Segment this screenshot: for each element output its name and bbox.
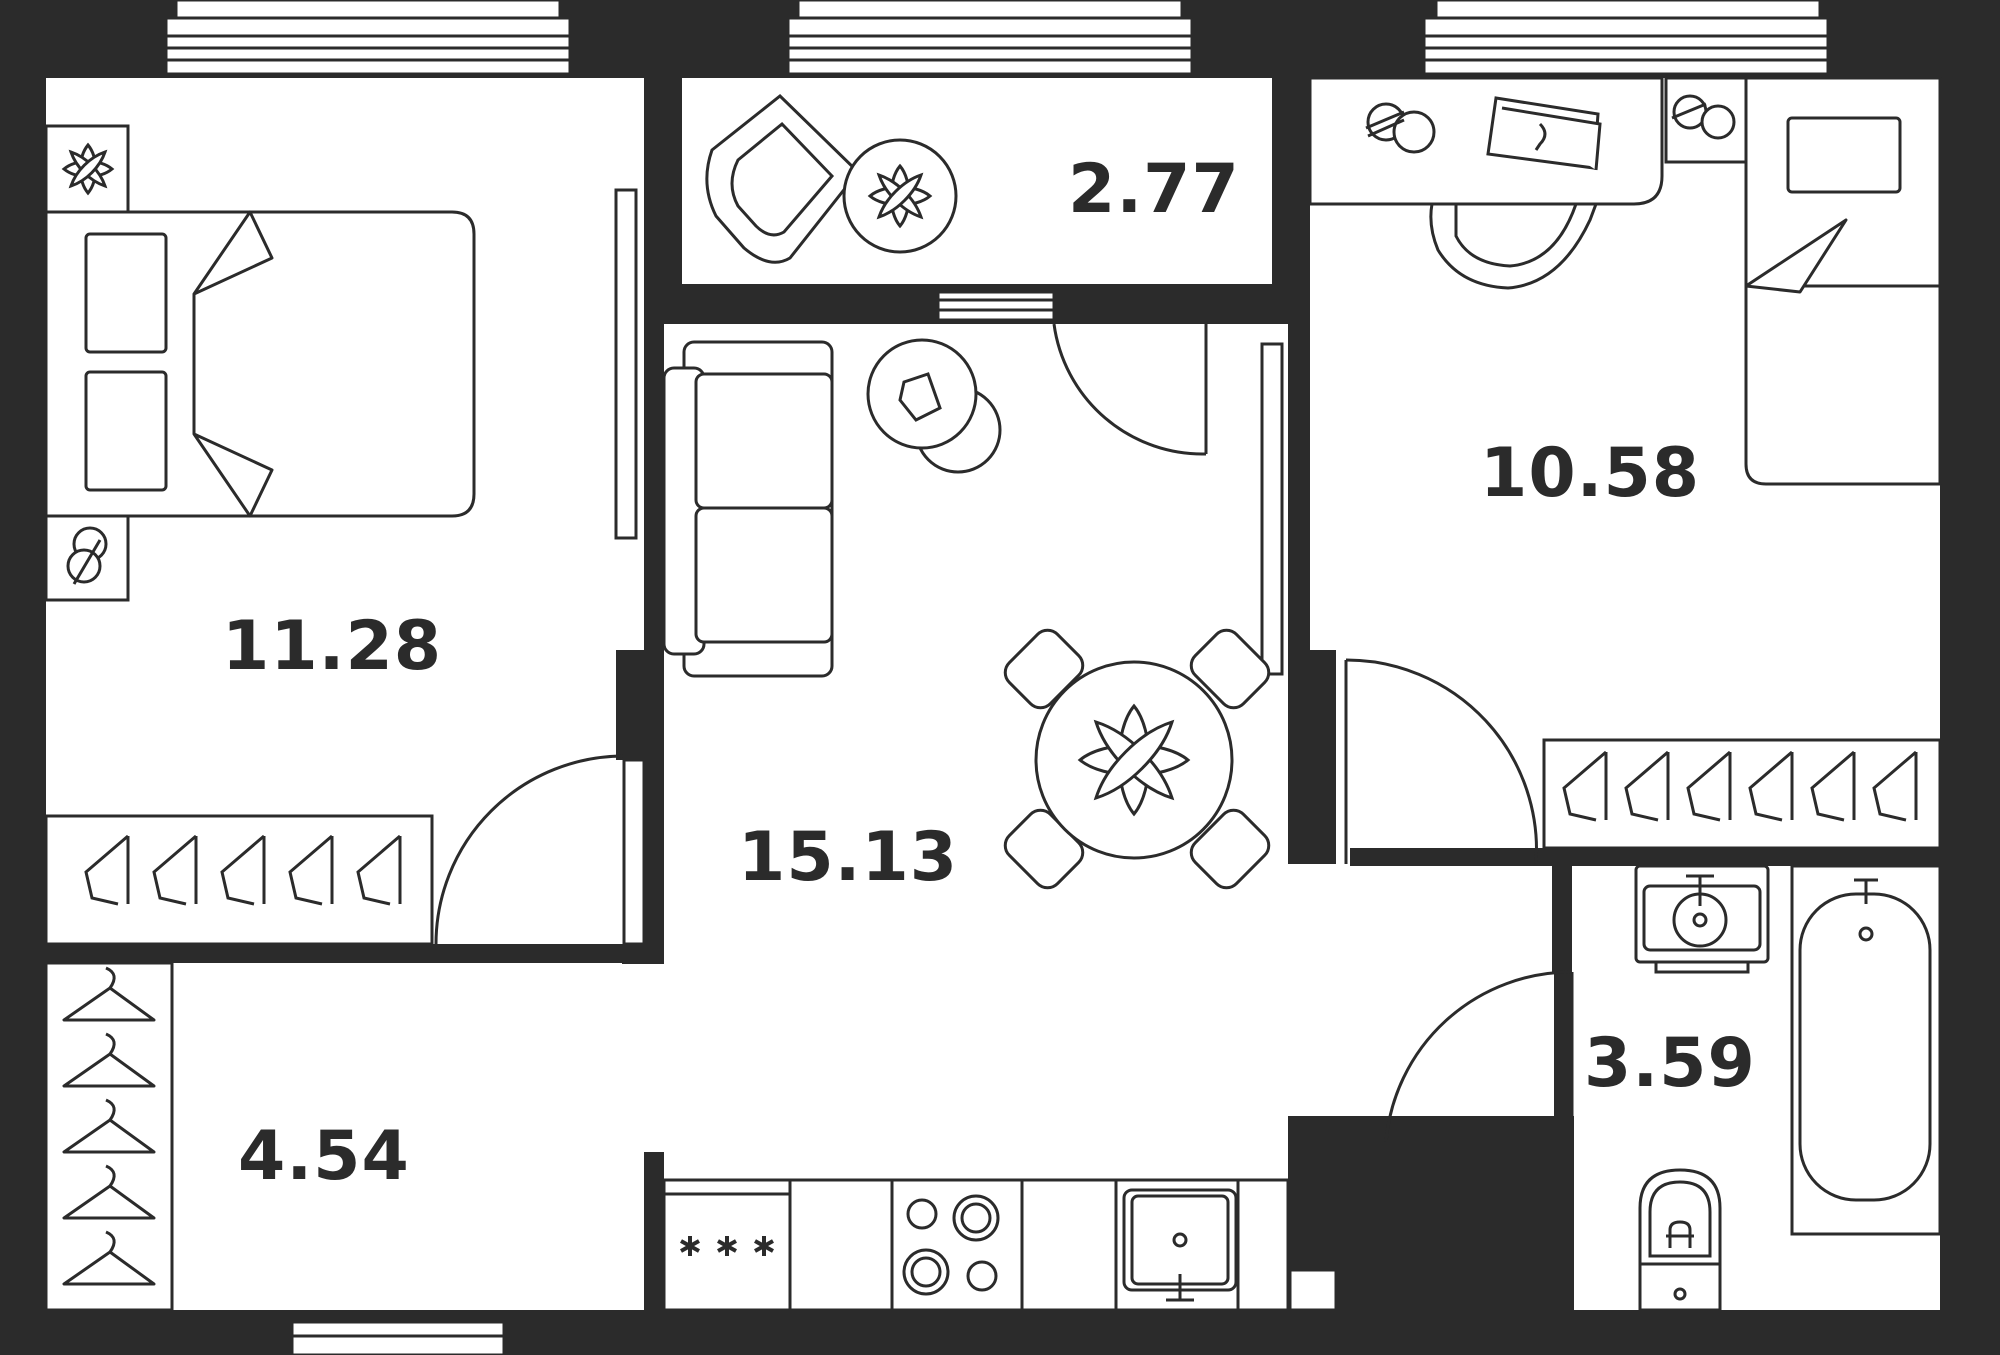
living-kitchen-area: 15.13 bbox=[738, 818, 959, 897]
flower-icon bbox=[842, 138, 958, 254]
wall-bed1-living-low bbox=[616, 650, 664, 760]
armchair-icon bbox=[705, 94, 861, 264]
wardrobe-hall bbox=[44, 961, 174, 1312]
door-balcony bbox=[1052, 284, 1208, 456]
toilet-icon bbox=[1638, 1168, 1722, 1312]
door-bed1 bbox=[434, 754, 626, 945]
bed-icon bbox=[44, 210, 476, 518]
fridge-icon bbox=[680, 1236, 774, 1256]
wall-bath-left bbox=[1552, 866, 1572, 972]
washbasin-icon bbox=[1634, 864, 1770, 974]
bed-icon bbox=[1744, 76, 1942, 486]
wall-balcony-left bbox=[664, 78, 682, 324]
lamp-icon bbox=[44, 514, 130, 602]
flower-icon bbox=[44, 124, 130, 214]
partition-bed1 bbox=[614, 188, 638, 540]
wall-bed1-living bbox=[644, 78, 664, 653]
wall-kitchen-end bbox=[1288, 1268, 1338, 1312]
window-hall-door bbox=[290, 1320, 506, 1355]
bathroom-area: 3.59 bbox=[1584, 1024, 1756, 1103]
hallway-area: 4.54 bbox=[238, 1117, 410, 1196]
door-bath bbox=[1384, 970, 1574, 1144]
balcony-area: 2.77 bbox=[1068, 150, 1240, 229]
wall-living-hall bbox=[622, 944, 664, 964]
bathtub-icon bbox=[1790, 864, 1942, 1236]
hanger-icon bbox=[1562, 750, 1918, 822]
partition-bed2 bbox=[1260, 342, 1284, 676]
wall-living-bed2-pier bbox=[1290, 650, 1336, 864]
dining-table-icon bbox=[1003, 628, 1271, 890]
desk-icon bbox=[1308, 76, 1664, 206]
wall-bed1-hall bbox=[46, 944, 196, 963]
stove-icon bbox=[902, 1194, 1000, 1296]
windows bbox=[164, 0, 1830, 1355]
wardrobe-bed1 bbox=[44, 814, 434, 946]
lamp-icon bbox=[866, 338, 1002, 474]
chair-icon bbox=[1429, 202, 1599, 290]
bedroom-1-area: 11.28 bbox=[222, 607, 443, 686]
partition-bed1-low bbox=[622, 758, 646, 946]
window-balcony-door bbox=[936, 290, 1056, 322]
nightstand-icon bbox=[1664, 76, 1748, 164]
chair-icon bbox=[1003, 628, 1271, 890]
lamp-icon bbox=[1365, 102, 1436, 154]
hanger-icon bbox=[84, 834, 402, 906]
window-bed1 bbox=[164, 0, 572, 76]
hanger-icon bbox=[62, 966, 156, 1286]
doors bbox=[434, 284, 1574, 1144]
sink-icon bbox=[1122, 1188, 1238, 1302]
door-bed2 bbox=[1344, 658, 1538, 865]
bedroom-2-area: 10.58 bbox=[1480, 434, 1701, 513]
window-balcony bbox=[786, 0, 1194, 76]
wall-balcony-right bbox=[1272, 78, 1310, 324]
wall-balcony-bottom-left bbox=[664, 284, 939, 324]
wall-bed2-bath bbox=[1350, 848, 1940, 866]
wardrobe-bed2 bbox=[1542, 738, 1942, 850]
inner-walls bbox=[46, 78, 1940, 1310]
wall-bed1-hall-2 bbox=[430, 944, 664, 963]
sofa-icon bbox=[662, 340, 834, 678]
window-bed2 bbox=[1422, 0, 1830, 76]
wall-hall-kitchen bbox=[644, 1152, 664, 1310]
